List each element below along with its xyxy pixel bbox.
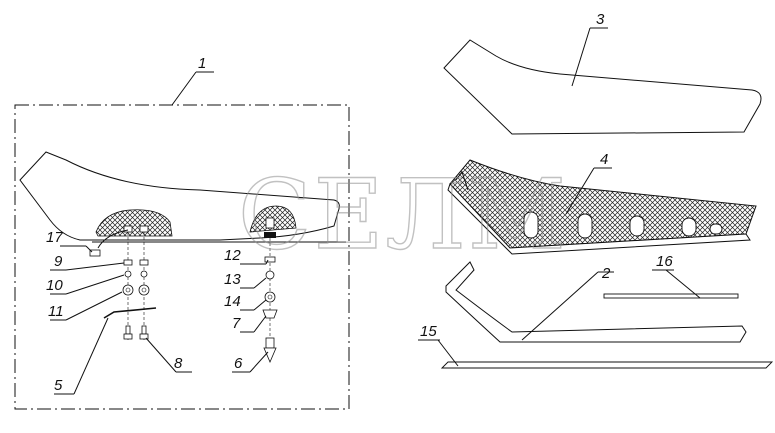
callout-12: 12 [224,247,241,264]
callout-6: 6 [234,355,243,372]
callout-1: 1 [198,55,206,72]
part-3-seat-cover [443,39,762,135]
assembled-seat [19,151,346,249]
callout-3: 3 [596,11,605,28]
callout-7: 7 [232,315,241,332]
callout-8: 8 [174,355,183,372]
callout-labels: 1 2 3 4 5 6 7 8 9 10 11 12 13 14 15 16 1… [46,11,673,394]
callout-17: 17 [46,229,63,246]
right-fastener-stack [262,238,278,364]
part-4-foam-cushion [447,159,757,255]
left-fastener-stack [89,232,157,340]
callout-leaders [50,27,701,395]
part-2-seat-base [445,261,747,343]
watermark-text: СЕЛМ [238,159,568,271]
callout-2: 2 [601,265,611,282]
callout-9: 9 [54,253,63,270]
part-15-bottom-plate [440,361,774,369]
callout-15: 15 [420,323,437,340]
callout-5: 5 [54,377,63,394]
callout-10: 10 [46,277,63,294]
callout-11: 11 [48,303,64,320]
callout-13: 13 [224,271,241,288]
part-16-strip [603,293,739,299]
callout-14: 14 [224,293,241,310]
callout-4: 4 [600,151,608,168]
callout-16: 16 [656,253,673,270]
assembly-frame [14,71,350,410]
